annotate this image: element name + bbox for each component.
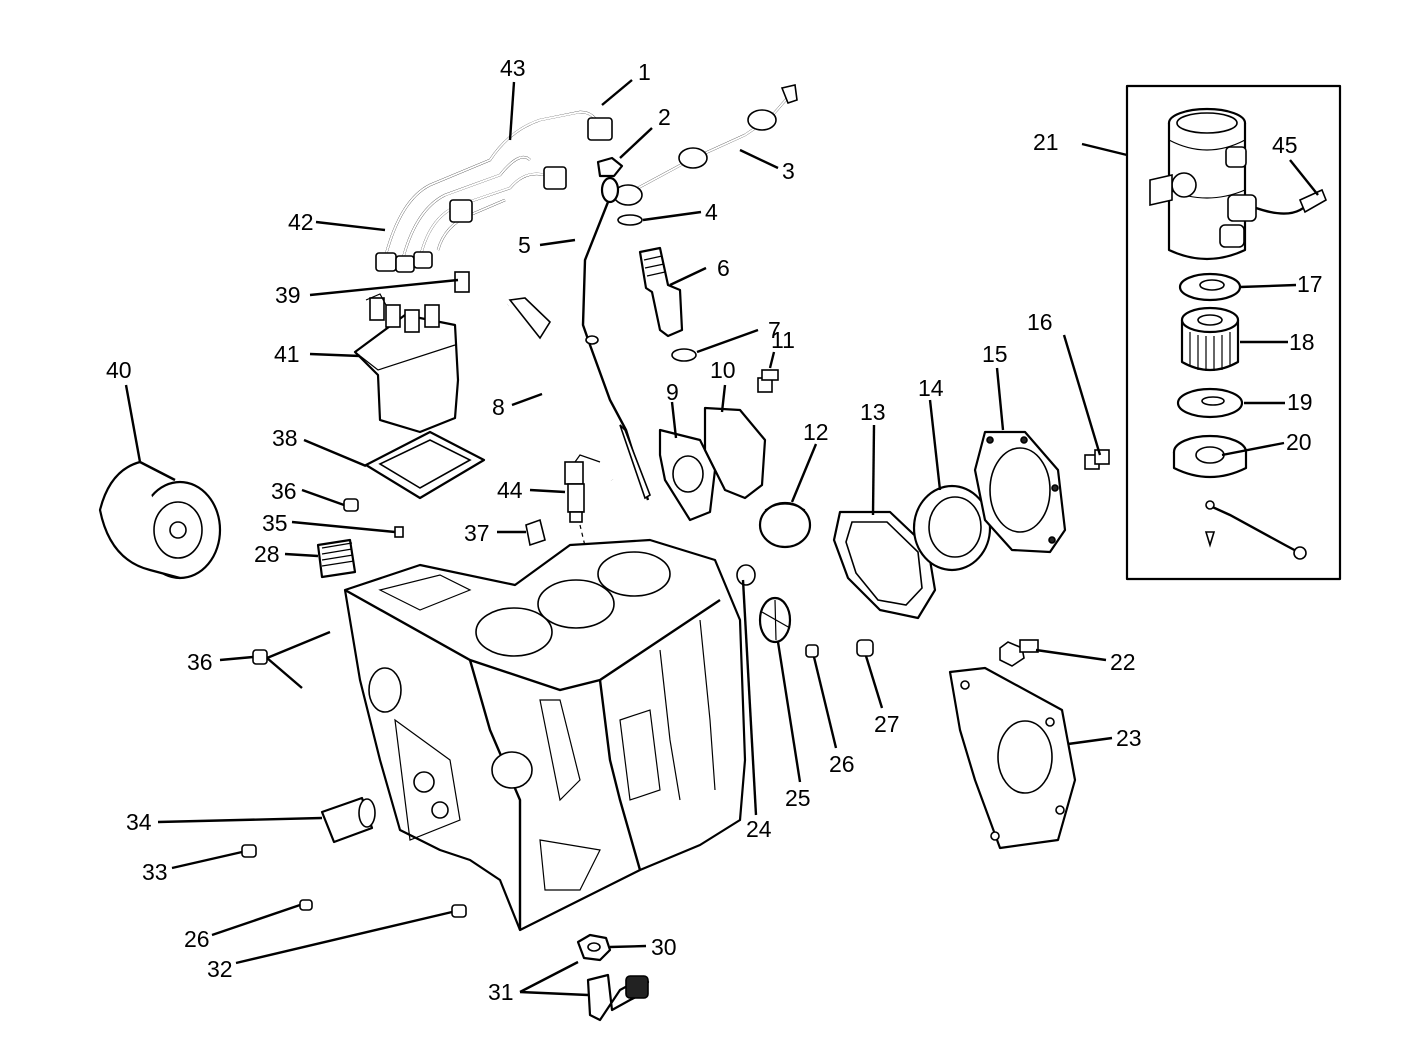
callout-36: 36 [271, 478, 297, 504]
callout-27: 27 [874, 711, 900, 737]
fuel-filter-element [1180, 306, 1240, 372]
callout-39: 39 [275, 282, 301, 308]
callout-15: 15 [982, 341, 1008, 367]
callout-2: 2 [658, 104, 671, 130]
callout-3: 3 [782, 158, 795, 184]
leader-lines [124, 79, 1319, 997]
callout-5: 5 [518, 232, 531, 258]
callout-30: 30 [651, 934, 677, 960]
callout-13: 13 [860, 399, 886, 425]
callout-31: 31 [488, 979, 514, 1005]
callout-4: 4 [705, 199, 718, 225]
callout-42: 42 [288, 209, 314, 235]
callout-43: 43 [500, 55, 526, 81]
callout-6: 6 [717, 255, 730, 281]
injector-nozzle [638, 246, 684, 338]
callout-37: 37 [464, 520, 490, 546]
threaded-plug [316, 538, 357, 579]
callout-1: 1 [638, 59, 651, 85]
fuel-pump-inset [1125, 84, 1342, 581]
callout-8: 8 [492, 394, 505, 420]
cylinder-block [343, 538, 747, 932]
callout-10: 10 [710, 357, 736, 383]
oil-filter [98, 460, 222, 580]
callout-21: 21 [1033, 129, 1059, 155]
injection-lines [375, 110, 624, 273]
end-plate [948, 666, 1077, 850]
elbow-fitting [586, 973, 650, 1022]
rear-plate-gasket [832, 510, 937, 620]
callout-34: 34 [126, 809, 152, 835]
callout-19: 19 [1287, 389, 1313, 415]
oil-seal-case [973, 430, 1067, 554]
callout-24: 24 [746, 816, 772, 842]
callout-7: 7 [768, 317, 781, 343]
callout-labels: 1 2 3 4 5 6 7 8 9 10 11 12 13 14 15 16 1… [106, 55, 1323, 1005]
callout-25: 25 [785, 785, 811, 811]
callout-36-lower: 36 [187, 649, 213, 675]
fuel-pump-body [1149, 107, 1328, 261]
callout-41: 41 [274, 341, 300, 367]
callout-40: 40 [106, 357, 132, 383]
callout-26: 26 [829, 751, 855, 777]
callout-33: 33 [142, 859, 168, 885]
callout-26-lower: 26 [184, 926, 210, 952]
callout-18: 18 [1289, 329, 1315, 355]
callout-38: 38 [272, 425, 298, 451]
injection-pump [353, 271, 470, 434]
callout-11: 11 [771, 327, 795, 353]
callout-45: 45 [1272, 132, 1298, 158]
callout-44: 44 [497, 477, 523, 503]
fuel-pump-cup [1172, 434, 1248, 478]
callout-20: 20 [1286, 429, 1312, 455]
callout-12: 12 [803, 419, 829, 445]
callout-22: 22 [1110, 649, 1136, 675]
callout-32: 32 [207, 956, 233, 982]
callout-28: 28 [254, 541, 280, 567]
callout-23: 23 [1116, 725, 1142, 751]
callout-35: 35 [262, 510, 288, 536]
callout-9: 9 [666, 379, 679, 405]
callout-16: 16 [1027, 309, 1053, 335]
callout-17: 17 [1297, 271, 1323, 297]
oil-pressure-switch [564, 454, 601, 523]
leak-off-line [613, 84, 798, 206]
dipstick [581, 176, 651, 501]
callout-14: 14 [918, 375, 944, 401]
